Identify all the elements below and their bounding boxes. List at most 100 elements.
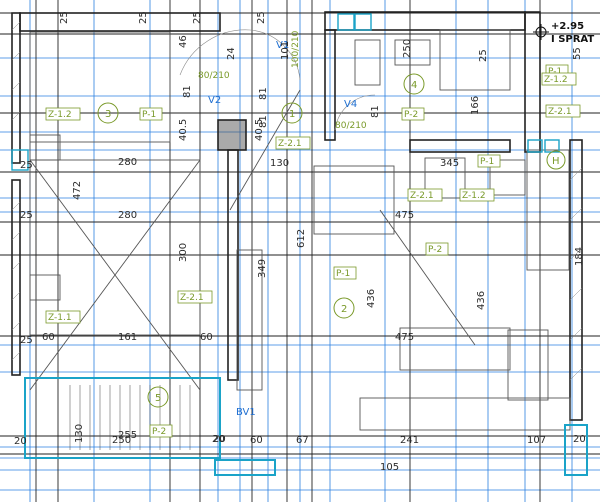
wall-tag: Z-1.2 [544,75,568,85]
dim-bottom: 250 [112,435,131,446]
dim-misc: 40.5 [254,119,265,141]
washbasin [394,39,431,66]
floor-tag-frame [139,107,163,121]
room-number-4: 4 [411,80,417,91]
dim-side: 25 [20,335,33,346]
level-marker [533,24,549,40]
wardrobe [236,249,263,391]
floor-tag: P-2 [404,110,418,120]
level-name: I SPRAT [551,34,594,45]
door-label-bv1: BV1 [236,407,256,418]
dim-interior: 345 [440,158,459,169]
room-number-circle [147,386,169,408]
dim-top: 25 [478,49,489,62]
wall-tag: Z-2.1 [180,293,204,303]
nightstand-2 [29,134,61,161]
dim-bottom: 60 [200,332,213,343]
floor-tag: P-1 [480,157,494,167]
dim-bottom: 20 [573,434,586,445]
toilet [354,39,381,86]
floor-tag: P-2 [152,427,166,437]
floor-tag-frame [333,266,357,280]
dim-interior: 349 [257,259,268,278]
room-number-3: 3 [105,109,111,120]
balcony [24,377,588,476]
door-size-v4: 80/210 [335,121,367,131]
wall-tag-frame [45,310,81,324]
wall-tag: Z-1.2 [462,191,486,201]
floor-tag-frame [425,242,449,256]
door-label-v1: V1 [276,40,289,51]
room-number-circle [333,297,355,319]
dim-bottom: 105 [380,462,399,473]
wall-tag-frame [541,72,577,86]
dim-interior: 280 [118,210,137,221]
wall-tag: Z-2.1 [410,191,434,201]
dim-top: 25 [192,11,203,24]
door-swings [179,29,376,131]
room-number-circle [97,102,119,124]
level-elevation: +2.95 [551,21,584,32]
wall-tag: Z-1.2 [48,110,72,120]
dim-misc: 81 [258,115,269,128]
dim-interior: 436 [366,289,377,308]
dim-misc: 81 [182,85,193,98]
dim-misc: 255 [118,430,137,441]
dim-misc: 40.5 [178,119,189,141]
walls [11,11,583,421]
wall-tag: Z-2.1 [278,139,302,149]
wall-tag: Z-1.1 [48,313,72,323]
room-number-circle [281,102,303,124]
dim-top: 25 [59,11,70,24]
wall-tag-frame [45,107,81,121]
dining-table [313,165,395,235]
wall-tag-frame [275,136,311,150]
floor-tag-frame [401,107,425,121]
dim-side: 472 [72,181,83,200]
dim-bottom: 107 [527,435,546,446]
dim-top: 250 [402,39,413,58]
dim-top: 101 [280,41,291,60]
dim-bottom: 161 [118,332,137,343]
furniture [29,29,571,431]
wall-tag-frame [459,188,495,202]
dim-top: 25 [138,11,149,24]
room-number-circle [403,73,425,95]
floor-tag: P-1 [142,110,156,120]
dim-bottom: 60 [250,435,263,446]
door-size-v1: 100/210 [291,30,301,68]
dim-side: 25 [20,210,33,221]
nightstand [29,274,61,301]
floor-tag: P-1 [548,67,562,77]
dim-interior: 475 [395,210,414,221]
dim-interior: 612 [296,229,307,248]
dim-bottom: 130 [74,424,85,443]
floor-tag-frame [477,154,501,168]
dim-bottom: 20 [213,434,226,445]
dim-side: 25 [20,160,33,171]
door-label-v4: V4 [344,99,357,110]
door-size-v2: 80/210 [198,71,230,81]
floor-tag-frame [149,424,173,438]
dim-interior: 475 [395,332,414,343]
room-number-2: 2 [341,304,347,315]
dim-top: 46 [178,35,189,48]
dim-misc: 81 [258,87,269,100]
room-number-5: 5 [155,393,161,404]
dim-interior: 184 [574,247,585,266]
floor-tag: P-1 [336,269,350,279]
wall-hatch [11,21,583,381]
dim-interior: 130 [270,158,289,169]
sink [489,159,526,196]
dim-bottom: 67 [296,435,309,446]
sofa [359,397,571,431]
dim-side: 20 [14,436,27,447]
dim-misc: 81 [370,105,381,118]
dim-top: 25 [256,11,267,24]
dim-misc: 166 [470,96,481,115]
kitchen-counter [526,149,570,271]
wall-tag-frame [545,104,581,118]
wall-tag-frame [177,290,213,304]
